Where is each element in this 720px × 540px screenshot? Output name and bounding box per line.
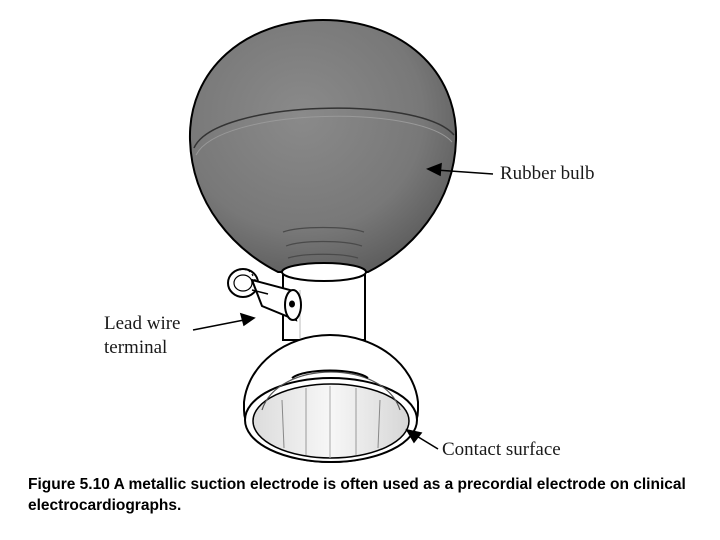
contact-surface-label: Contact surface	[442, 439, 561, 460]
lead-wire-label-line2: terminal	[104, 337, 168, 358]
leader-arrows	[192, 162, 494, 450]
lead-wire-terminal	[227, 268, 302, 322]
lead-wire-terminal-label: Lead wire terminal	[104, 312, 180, 360]
rubber-bulb-label: Rubber bulb	[500, 163, 595, 184]
figure-caption: Figure 5.10 A metallic suction electrode…	[28, 476, 686, 514]
lead-wire-label-line1: Lead wire	[104, 313, 181, 334]
rubber-bulb	[188, 18, 458, 273]
contact-cup	[243, 333, 419, 464]
